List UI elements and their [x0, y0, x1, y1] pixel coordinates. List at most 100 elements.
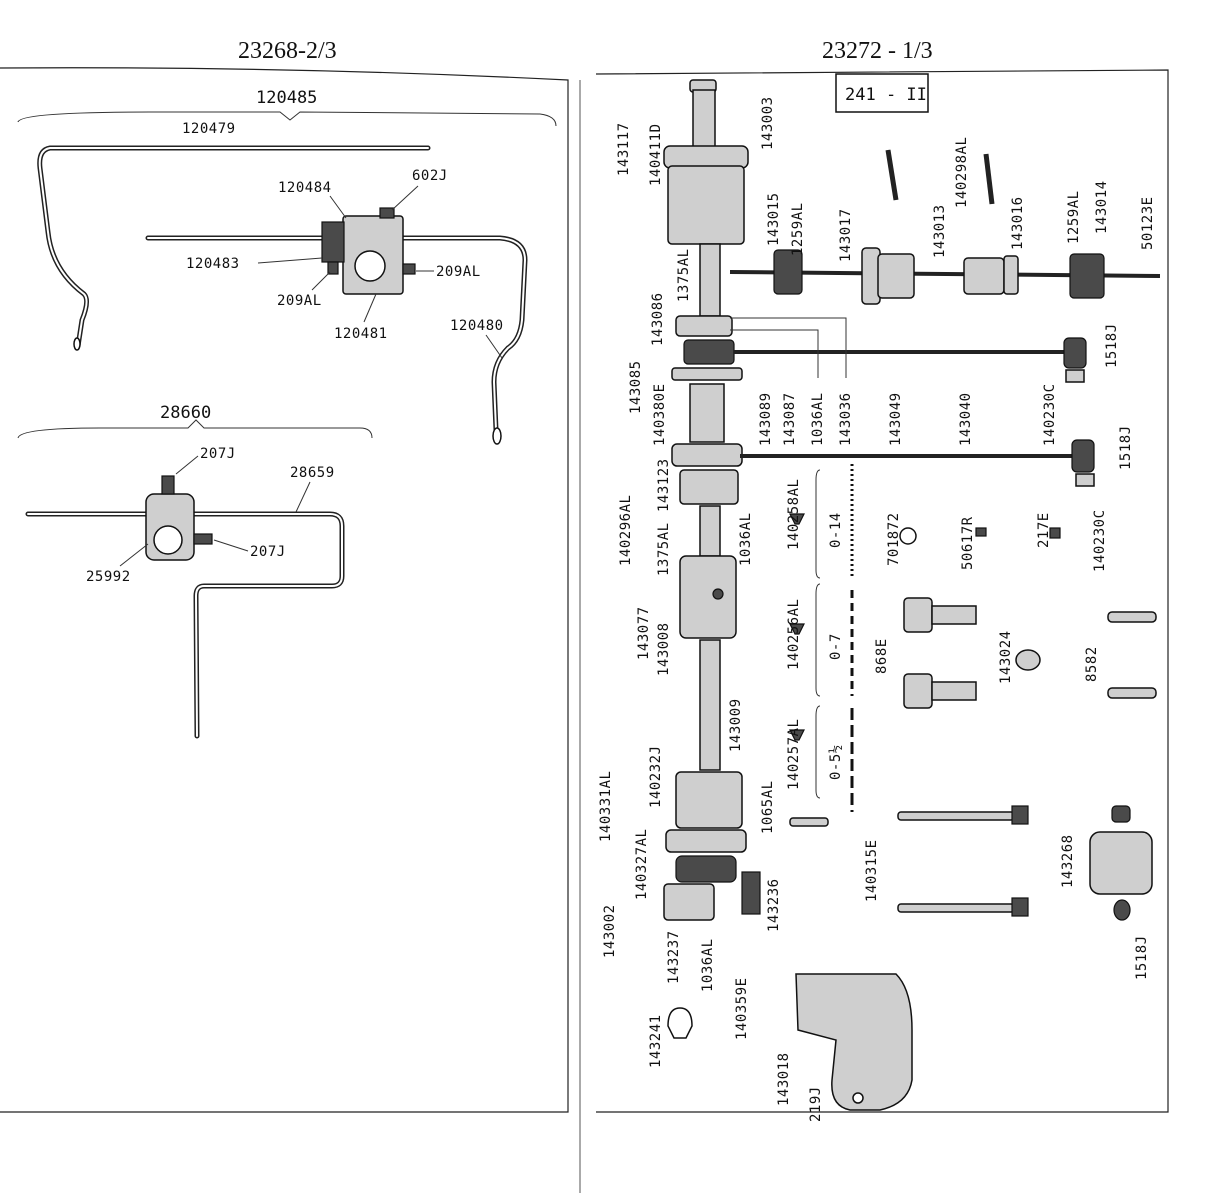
- screw-1065AL: [789, 817, 829, 827]
- hook-143237: [663, 883, 715, 921]
- label-120484: 120484: [278, 180, 332, 196]
- rod-120479-tip: [73, 337, 81, 351]
- label-868E: 868E: [874, 638, 890, 674]
- bore-hole: [354, 250, 386, 282]
- screw-602J: [379, 207, 395, 219]
- label-143236: 143236: [766, 878, 782, 932]
- label-120481: 120481: [334, 326, 388, 342]
- label-143089: 143089: [758, 392, 774, 446]
- label-143008: 143008: [656, 622, 672, 676]
- label-1065AL: 1065AL: [760, 780, 776, 834]
- gear-143236: [675, 855, 737, 883]
- pin-140298AL-a: [885, 149, 899, 201]
- shaft-mid: [689, 383, 725, 443]
- part-143024: [1015, 649, 1041, 671]
- part-701872: [899, 527, 917, 545]
- label-143268: 143268: [1060, 834, 1076, 888]
- label-140256AL: 140256AL: [786, 599, 802, 670]
- screw-207J-top: [161, 475, 175, 495]
- washer-143087: [671, 367, 743, 381]
- nut-140315E-a: [1011, 805, 1029, 825]
- nut-140315E-b: [1011, 897, 1029, 917]
- label-1036AL-c: 1036AL: [700, 938, 716, 992]
- label-50617R: 50617R: [960, 516, 976, 570]
- left-page: 23268-2/3 120485 120479 120480 120484 60…: [0, 38, 569, 1113]
- range-0-7: 0-7: [828, 633, 844, 660]
- label-143049: 143049: [888, 392, 904, 446]
- stud-140315E-a: [897, 811, 1015, 821]
- label-143003: 143003: [760, 96, 776, 150]
- label-140327AL: 140327AL: [634, 829, 650, 900]
- label-143040: 143040: [958, 392, 974, 446]
- main-shaft-assembly: [663, 79, 749, 921]
- label-1518J-a: 1518J: [1104, 323, 1120, 368]
- pin-140298AL-b: [983, 153, 995, 205]
- assembly-120485: 120485 120479 120480 120484 602J 120483 …: [17, 88, 557, 445]
- left-page-frame: [0, 67, 569, 1113]
- label-120479: 120479: [182, 121, 236, 137]
- label-140380E: 140380E: [652, 383, 668, 446]
- range-0-14: 0-14: [828, 512, 844, 548]
- label-140230C-a: 140230C: [1042, 383, 1058, 446]
- label-209AL-left: 209AL: [277, 293, 322, 309]
- eccentric-143089: [683, 339, 735, 365]
- label-143013: 143013: [932, 204, 948, 258]
- label-140315E: 140315E: [864, 839, 880, 902]
- plate-number-box: [835, 73, 929, 113]
- label-1518J-c: 1518J: [1134, 935, 1150, 980]
- left-page-number: 23268-2/3: [238, 38, 337, 64]
- label-1036AL-b: 1036AL: [738, 512, 754, 566]
- screw-207J-side: [193, 533, 213, 545]
- label-143086: 143086: [650, 292, 666, 346]
- label-140257AL: 140257AL: [786, 719, 802, 790]
- assembly-120485-brace: [17, 111, 557, 127]
- upper-horizontal-shaft: [729, 149, 1161, 305]
- label-219J: 219J: [808, 1086, 824, 1122]
- label-143016: 143016: [1010, 196, 1026, 250]
- gear-143123: [679, 469, 739, 505]
- shaft-143009: [699, 639, 721, 771]
- bushing-lower: [675, 771, 743, 829]
- screw-209AL-right: [402, 263, 416, 275]
- part-labels: 143117 140411D 143003 140298AL 143015 12…: [598, 96, 1156, 1122]
- label-140298AL: 140298AL: [954, 137, 970, 208]
- screw-868E-shank-b: [931, 681, 977, 701]
- label-701872: 701872: [886, 512, 902, 566]
- bushing-140411D: [667, 165, 745, 245]
- assembly-28660-label: 28660: [160, 403, 211, 423]
- label-143087: 143087: [782, 392, 798, 446]
- right-page-number: 23272 - 1/3: [822, 38, 933, 64]
- label-120483: 120483: [186, 256, 240, 272]
- collar-143017-b: [877, 253, 915, 299]
- small-parts: [667, 527, 1157, 1111]
- screw-140257AL: [789, 729, 805, 741]
- screw-868E-head-a: [903, 597, 933, 633]
- label-217E: 217E: [1036, 512, 1052, 548]
- collar-top: [663, 145, 749, 169]
- guard-143268: [1089, 831, 1153, 895]
- label-1259AL-b: 1259AL: [1066, 190, 1082, 244]
- label-143024: 143024: [998, 630, 1014, 684]
- assembly-28660-brace: [17, 419, 373, 439]
- label-8582: 8582: [1084, 646, 1100, 682]
- screw-140256AL: [789, 623, 805, 635]
- screw-140230C-a: [1065, 369, 1085, 383]
- label-143085: 143085: [628, 360, 644, 414]
- clamp-1518J-a: [1063, 337, 1087, 369]
- nut-143268: [1111, 805, 1131, 823]
- label-140359E: 140359E: [734, 977, 750, 1040]
- right-page-frame: [595, 69, 1169, 1113]
- label-140232J: 140232J: [648, 745, 664, 808]
- label-143017: 143017: [838, 208, 854, 262]
- bushing-143016: [963, 257, 1005, 295]
- label-1259AL-a: 1259AL: [790, 202, 806, 256]
- label-143002: 143002: [602, 904, 618, 958]
- label-143237: 143237: [666, 930, 682, 984]
- washer-1518J-c: [1113, 899, 1131, 921]
- screw-868E-head-b: [903, 673, 933, 709]
- range-0-5-half: 0-5½: [828, 744, 844, 780]
- label-28659: 28659: [290, 465, 335, 481]
- part-143241: [667, 1007, 693, 1039]
- shaft-top: [692, 89, 716, 151]
